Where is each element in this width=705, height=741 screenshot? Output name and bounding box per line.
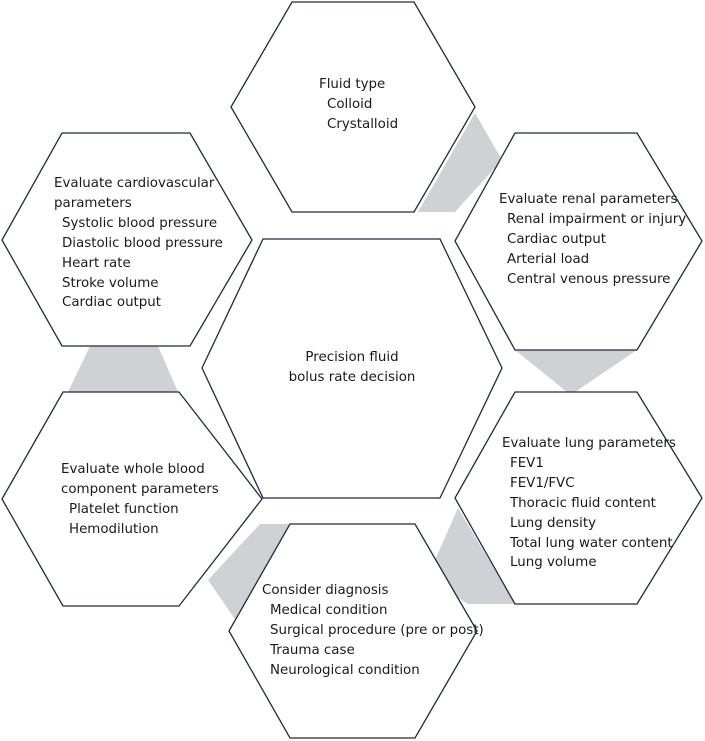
blood-item: Platelet function <box>69 501 179 517</box>
renal-item: Renal impairment or injury <box>507 211 687 227</box>
renal-item: Arterial load <box>507 251 590 267</box>
lung-item: Total lung water content <box>510 535 673 551</box>
blood-title-cont: component parameters <box>61 481 219 497</box>
diagnosis-item: Neurological condition <box>270 662 420 678</box>
blood-title: Evaluate whole blood <box>61 462 205 477</box>
lung-item: Lung volume <box>510 555 597 571</box>
lung-item: Thoracic fluid content <box>510 495 656 511</box>
fluid-type-block: Fluid type Colloid Crystalloid <box>319 75 398 135</box>
hex-lung <box>454 391 703 605</box>
hex-renal <box>454 132 703 351</box>
cardio-item: Stroke volume <box>62 275 159 291</box>
diagnosis-item: Surgical procedure (pre or post) <box>270 622 484 638</box>
renal-item: Cardiac output <box>507 231 607 247</box>
center-title: Precision fluid <box>305 350 399 365</box>
fluid-type-item: Colloid <box>327 96 373 112</box>
connector-renal-lung <box>515 350 637 392</box>
hex-center <box>201 238 503 499</box>
center-block: Precision fluid bolus rate decision <box>282 348 422 388</box>
connector-blood-cardio <box>68 346 178 392</box>
lung-item: FEV1/FVC <box>510 475 575 491</box>
cardio-title-cont: parameters <box>54 195 132 211</box>
diagnosis-block: Consider diagnosis Medical condition Sur… <box>262 581 484 681</box>
cardio-block: Evaluate cardiovascular parameters Systo… <box>54 174 223 313</box>
connector-lung-diagnosis <box>427 508 515 604</box>
cardio-title: Evaluate cardiovascular <box>54 176 215 191</box>
fluid-type-item: Crystalloid <box>327 116 399 132</box>
lung-item: FEV1 <box>510 455 544 471</box>
cardio-item: Heart rate <box>62 255 131 271</box>
hex-whole-blood <box>1 391 263 607</box>
cardio-item: Diastolic blood pressure <box>62 235 223 251</box>
lung-title: Evaluate lung parameters <box>502 436 676 451</box>
lung-item: Lung density <box>510 515 597 531</box>
hex-fluid-type <box>230 1 476 213</box>
diagnosis-item: Medical condition <box>270 602 388 618</box>
connector-fluid-renal <box>418 113 502 212</box>
cardio-item: Systolic blood pressure <box>62 215 218 231</box>
renal-block: Evaluate renal parameters Renal impairme… <box>499 190 686 290</box>
fluid-type-title: Fluid type <box>319 77 386 92</box>
diagnosis-item: Trauma case <box>270 642 355 658</box>
blood-block: Evaluate whole blood component parameter… <box>61 460 219 540</box>
blood-item: Hemodilution <box>69 521 159 537</box>
diagnosis-title: Consider diagnosis <box>262 583 389 598</box>
hex-cardiovascular <box>1 132 253 347</box>
cardio-item: Cardiac output <box>62 295 162 311</box>
hex-diagnosis <box>228 523 478 739</box>
lung-block: Evaluate lung parameters FEV1 FEV1/FVC T… <box>502 434 676 573</box>
renal-item: Central venous pressure <box>507 271 671 287</box>
center-title-cont: bolus rate decision <box>288 369 416 385</box>
renal-title: Evaluate renal parameters <box>499 192 678 207</box>
